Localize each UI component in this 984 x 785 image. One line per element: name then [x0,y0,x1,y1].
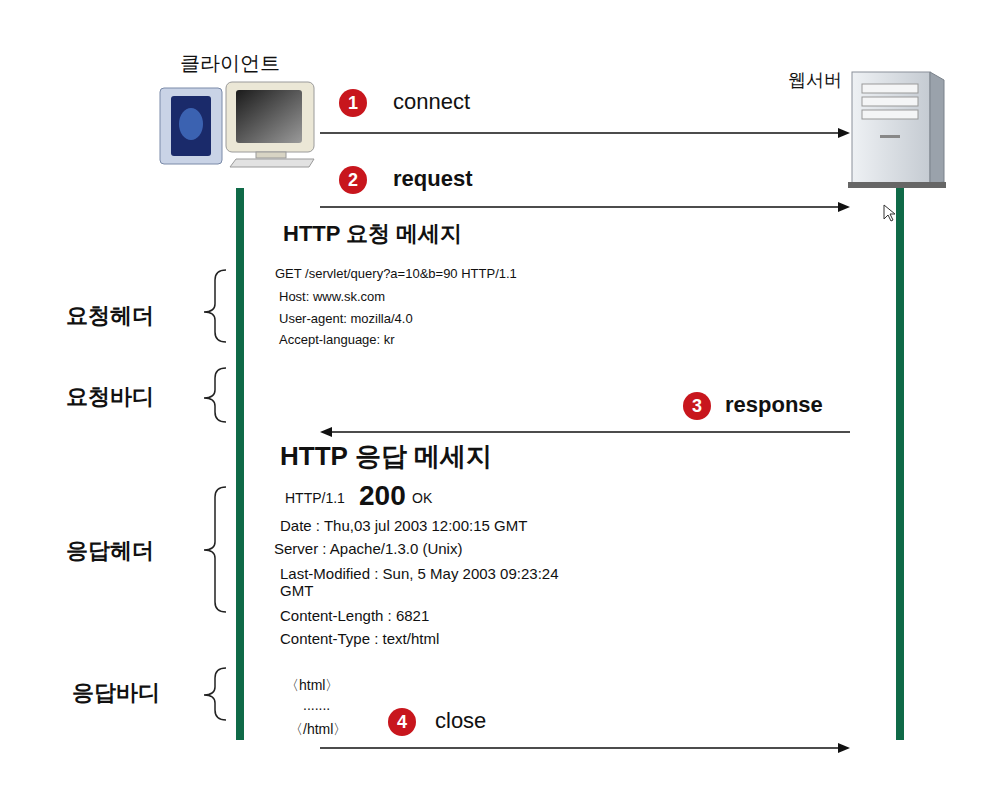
server-lifeline [896,188,904,740]
message-arrow [320,128,850,138]
edge-label: close [435,708,486,733]
section-label: 요청헤더 [66,303,154,328]
status-code: 200 [359,480,406,512]
edge-label: connect [393,89,470,114]
callout-number: 1 [339,89,367,117]
header-line: Accept-language: kr [279,333,395,348]
message-arrow [320,202,850,212]
node-label: 웹서버 [788,70,842,91]
edge-label: response [725,392,823,417]
body-line: ....... [303,697,330,713]
callout-number: 3 [683,392,711,420]
message-title: HTTP 응답 메세지 [280,442,492,472]
section-label: 요청바디 [66,384,154,409]
callout-number: 4 [388,708,416,736]
header-line: User-agent: mozilla/4.0 [279,312,413,327]
client-computer [160,82,314,167]
edge-label: request [393,166,472,191]
body-line: 〈html〉 [285,677,339,693]
server-computer [848,72,946,188]
client-lifeline [236,188,244,740]
header-line: Content-Length : 6821 [280,607,429,624]
header-line: Date : Thu,03 jul 2003 12:00:15 GMT [280,517,527,534]
mouse-cursor [884,205,895,221]
section-label: 응답헤더 [66,538,154,563]
message-title: HTTP 요청 메세지 [283,221,462,246]
callout-number: 2 [339,166,367,194]
message-arrow [320,743,850,753]
status-version: HTTP/1.1 [285,490,345,506]
header-line: Host: www.sk.com [279,290,385,305]
client-lane: 클라이언트 [150,50,320,762]
message-arrow [320,427,850,437]
server-lane: 웹서버 [850,64,950,762]
section-label: 응답바디 [72,680,160,705]
header-line: Content-Type : text/html [280,630,439,647]
status-text: OK [412,490,432,506]
brace [204,270,226,720]
header-line: Server : Apache/1.3.0 (Unix) [274,540,462,557]
body-line: 〈/html〉 [289,721,347,737]
node-label: 클라이언트 [180,52,280,75]
header-line: Last-Modified : Sun, 5 May 2003 09:23:24… [280,565,580,600]
request-line: GET /servlet/query?a=10&b=90 HTTP/1.1 [275,267,517,282]
